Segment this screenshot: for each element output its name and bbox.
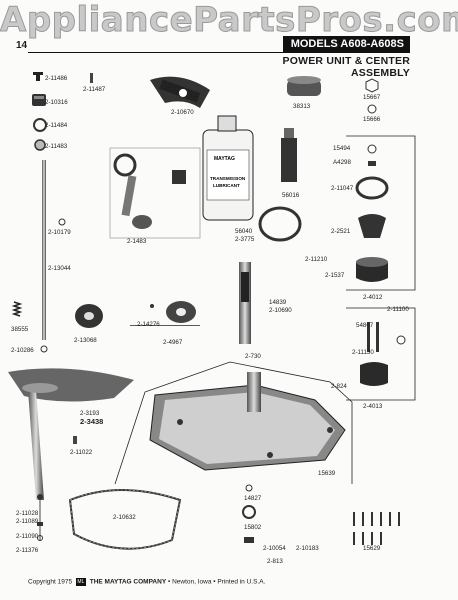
label-2-10632: 2-10632 [113, 514, 136, 521]
washer-2 [34, 139, 46, 151]
label-2-11486: 2-11486 [45, 75, 68, 82]
seal-assembly-frame [346, 307, 416, 401]
boot-assembly-frame [346, 135, 416, 291]
label-2-4012: 2-4012 [363, 294, 383, 301]
connecting-rod [109, 147, 201, 239]
label-2-730: 2-730 [245, 353, 261, 360]
label-2-11090: 2-11090 [16, 533, 39, 540]
center-shaft [239, 262, 251, 344]
label-2-3193: 2-3193 [80, 410, 100, 417]
pinion-gear [150, 301, 196, 323]
label-2-11130: 2-11130 [352, 349, 374, 356]
gasket [68, 489, 182, 550]
label-2-11089: 2-11089 [16, 518, 39, 525]
o-ring-large [258, 206, 302, 242]
footer: Copyright 1975 ML THE MAYTAG COMPANY • N… [28, 578, 265, 586]
label-2-14276: 2-14276 [137, 321, 160, 328]
small-washers-bottom [242, 484, 256, 543]
label-14827: 14827 [244, 495, 262, 502]
label-2-813: 2-813 [267, 558, 283, 565]
label-2-13044: 2-13044 [48, 265, 71, 272]
label-15667: 15667 [363, 94, 381, 101]
small-bottom-parts [37, 494, 43, 541]
footer-location: • Newton, Iowa • Printed in U.S.A. [167, 578, 266, 586]
label-2-10183: 2-10183 [296, 545, 319, 552]
label-A4298: A4298 [333, 159, 351, 166]
header-rule [28, 52, 410, 53]
footer-copyright: Copyright 1975 [28, 578, 73, 586]
label-15629: 15629 [363, 545, 381, 552]
label-15666: 15666 [363, 116, 381, 123]
label-14839: 14839 [269, 299, 287, 306]
label-15639: 15639 [318, 470, 336, 477]
label-2-11484: 2-11484 [45, 122, 68, 129]
long-shaft [42, 160, 66, 340]
footer-company: THE MAYTAG COMPANY [89, 578, 167, 586]
bottle-brand: MAYTAG [214, 156, 235, 162]
label-15802: 15802 [244, 524, 262, 531]
tub-hub [8, 368, 134, 540]
cotter-pin [90, 73, 93, 83]
bottle-line1: TRANSMISSION [210, 176, 246, 181]
label-2-2521: 2-2521 [331, 228, 351, 235]
label-2-3438: 2-3438 [80, 417, 104, 426]
label-2-3775: 2-3775 [235, 236, 255, 243]
label-15494: 15494 [333, 145, 351, 152]
label-2-4013: 2-4013 [363, 403, 383, 410]
models-banner: MODELS A608-A608S [283, 36, 410, 52]
small-bolt [73, 436, 77, 444]
section-title: POWER UNIT & CENTER ASSEMBLY [282, 55, 410, 79]
label-2-1483: 2-1483 [127, 238, 147, 245]
label-56040: 56040 [235, 228, 253, 235]
label-38555: 38555 [11, 326, 29, 333]
octagon-nut [365, 78, 379, 93]
label-2-10286: 2-10286 [11, 347, 34, 354]
label-2-11487: 2-11487 [83, 86, 106, 93]
gear-sector [150, 76, 210, 108]
spring [11, 301, 23, 317]
bottle-line2: LUBRICANT [213, 183, 240, 188]
hex-nut-small [367, 104, 377, 114]
bolts-row [353, 512, 400, 545]
label-54867: 54867 [356, 322, 374, 329]
label-2-10054: 2-10054 [263, 545, 286, 552]
label-2-10690: 2-10690 [269, 307, 292, 314]
plug-part [33, 72, 43, 81]
label-2-11022: 2-11022 [70, 449, 93, 456]
watermark: AppliancePartsPros.com [0, 0, 458, 41]
label-2-11376: 2-11376 [16, 547, 39, 554]
lubricant-bottle [202, 115, 254, 221]
label-38313: 38313 [293, 103, 311, 110]
label-2-11028: 2-11028 [16, 510, 39, 517]
label-2-10670: 2-10670 [171, 109, 194, 116]
bell-part [287, 76, 321, 96]
boot-parts [355, 144, 389, 282]
knurled-nut [32, 94, 46, 106]
maytag-logo: ML [75, 578, 86, 586]
label-2-10316: 2-10316 [45, 99, 68, 106]
small-ring [40, 345, 48, 353]
label-56016: 56016 [282, 192, 300, 199]
gear-part [75, 304, 103, 328]
transmission-case-frame [114, 361, 353, 485]
transmission-case [149, 372, 346, 471]
frame-2-14276 [130, 325, 200, 326]
label-2-11210: 2-11210 [305, 256, 328, 263]
label-2-11100: 2-11100 [387, 306, 409, 313]
label-2-4967: 2-4967 [163, 339, 183, 346]
label-2-11047: 2-11047 [331, 185, 354, 192]
label-2-11483: 2-11483 [45, 143, 68, 150]
label-2-13068: 2-13068 [74, 337, 97, 344]
label-2-824: 2-824 [331, 383, 347, 390]
washer-1 [33, 118, 47, 132]
grease-tube [281, 128, 297, 182]
label-2-1537: 2-1537 [325, 272, 345, 279]
page-number: 14 [16, 40, 28, 51]
label-2-10179: 2-10179 [48, 229, 71, 236]
